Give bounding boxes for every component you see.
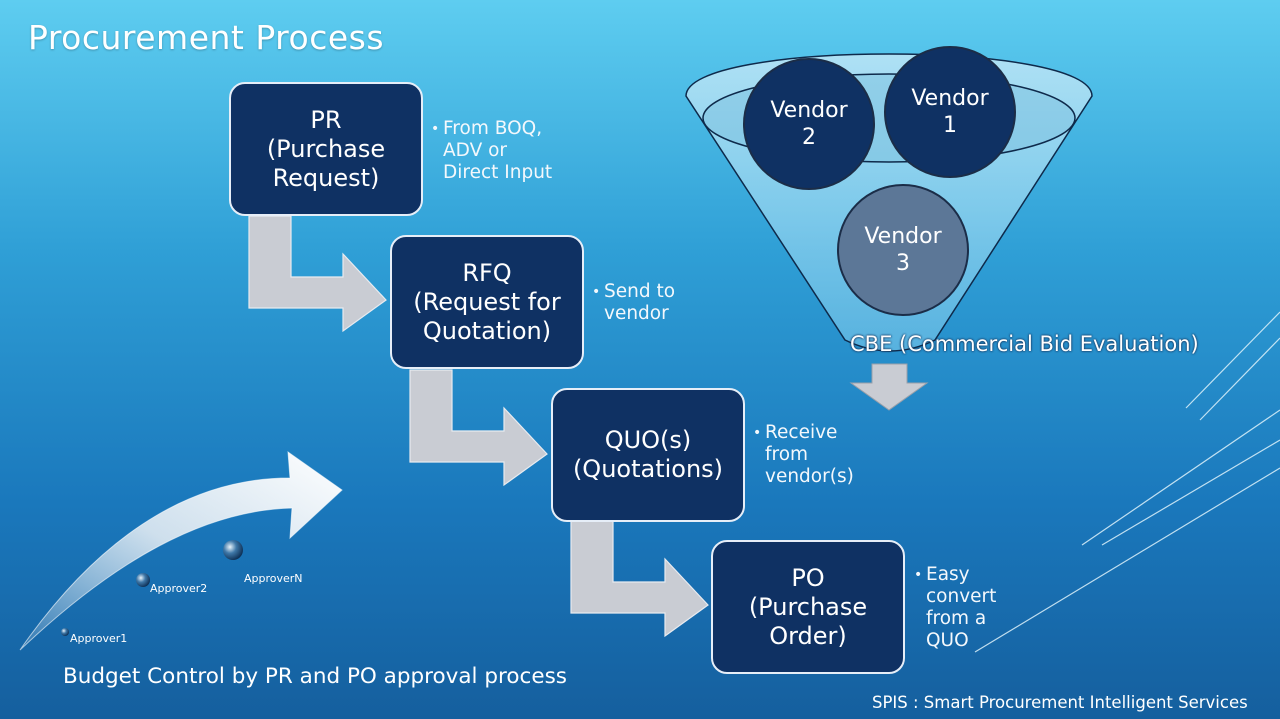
- note-line: From BOQ,: [443, 118, 543, 139]
- step-po-line: (Purchase: [748, 592, 868, 621]
- arrow-rfq-to-quo: [409, 369, 548, 487]
- step-pr-line: PR: [310, 105, 342, 134]
- cbe-down-arrow: [849, 363, 929, 411]
- step-quo-line: (Quotations): [572, 455, 724, 483]
- note-line: convert: [926, 586, 997, 607]
- step-note-pr: •From BOQ, ADV or Direct Input: [431, 118, 553, 183]
- arrow-quo-to-po: [570, 520, 709, 638]
- approver1-ball: [61, 628, 69, 636]
- vendor-label: Vendor: [911, 86, 989, 111]
- vendor-label: 2: [802, 125, 816, 150]
- vendor-3-circle: Vendor 3: [837, 184, 969, 316]
- approver-label: ApproverN: [244, 572, 303, 585]
- arrow-pr-to-rfq: [248, 215, 387, 333]
- page-title: Procurement Process: [28, 18, 385, 57]
- note-line: vendor: [604, 303, 669, 324]
- note-line: vendor(s): [765, 466, 854, 487]
- note-line: Easy: [926, 564, 970, 585]
- step-box-pr: PR (Purchase Request): [229, 82, 423, 216]
- step-quo-line: QUO(s): [604, 426, 692, 454]
- approver-label: Approver1: [70, 632, 128, 645]
- decorative-lines: [974, 311, 1280, 653]
- step-box-po: PO (Purchase Order): [711, 540, 905, 674]
- step-rfq-line: Quotation): [422, 316, 552, 345]
- approvern-ball: [223, 540, 243, 560]
- note-line: Send to: [604, 281, 676, 302]
- vendor-1-circle: Vendor 1: [884, 46, 1016, 178]
- note-line: Direct Input: [443, 162, 553, 183]
- step-rfq-line: RFQ: [462, 258, 512, 287]
- approver-label: Approver2: [150, 582, 208, 595]
- note-line: from: [765, 444, 809, 465]
- approver2-ball: [136, 573, 150, 587]
- footer-text: SPIS : Smart Procurement Intelligent Ser…: [872, 693, 1248, 712]
- step-po-line: PO: [791, 563, 825, 592]
- step-note-quo: •Receive from vendor(s): [753, 422, 854, 487]
- note-line: Receive: [765, 422, 838, 443]
- step-pr-line: (Purchase: [266, 134, 386, 163]
- step-box-quo: QUO(s) (Quotations): [551, 388, 745, 522]
- vendor-label: Vendor: [864, 224, 942, 249]
- note-line: QUO: [926, 630, 969, 651]
- step-pr-line: Request): [272, 163, 380, 192]
- step-po-line: Order): [769, 621, 847, 650]
- vendor-label: 3: [896, 251, 910, 276]
- note-line: ADV or: [443, 140, 508, 161]
- vendor-label: 1: [943, 113, 957, 138]
- cbe-label: CBE (Commercial Bid Evaluation): [850, 332, 1199, 356]
- step-note-po: •Easy convert from a QUO: [914, 564, 997, 651]
- approval-curve-arrow: [19, 450, 343, 651]
- step-note-rfq: •Send to vendor: [592, 281, 676, 324]
- budget-caption: Budget Control by PR and PO approval pro…: [63, 664, 567, 689]
- step-rfq-line: (Request for: [413, 287, 561, 316]
- vendor-2-circle: Vendor 2: [743, 58, 875, 190]
- note-line: from a: [926, 608, 987, 629]
- vendor-label: Vendor: [770, 98, 848, 123]
- step-box-rfq: RFQ (Request for Quotation): [390, 235, 584, 369]
